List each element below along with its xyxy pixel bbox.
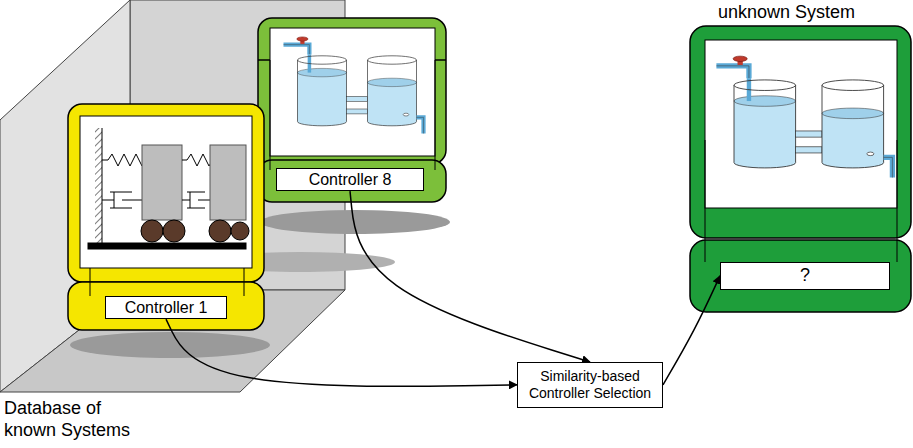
- tank-system: [284, 37, 424, 134]
- mass-spring-system: [88, 128, 249, 249]
- node-text: ?: [725, 265, 885, 287]
- system-card: [258, 18, 446, 202]
- controller-box: Controller 8: [276, 168, 424, 191]
- shadow: [70, 332, 270, 358]
- system-card: [690, 26, 911, 312]
- database-title: Database of known Systems: [4, 398, 139, 441]
- node-text: Similarity-based Controller Selection: [522, 368, 658, 402]
- arrow-connector: [166, 319, 517, 386]
- node-text: Controller 8: [281, 170, 419, 189]
- system-title: unknown System: [718, 2, 898, 24]
- selection-box: Similarity-based Controller Selection: [517, 362, 663, 408]
- tank-system: [716, 56, 892, 177]
- arrow-connector: [350, 191, 590, 362]
- arrow-connector: [663, 276, 720, 385]
- system-card: [68, 104, 264, 330]
- node-text: Controller 1: [110, 298, 222, 317]
- unknown-controller-box: ?: [720, 262, 890, 290]
- controller-box: Controller 1: [105, 296, 227, 319]
